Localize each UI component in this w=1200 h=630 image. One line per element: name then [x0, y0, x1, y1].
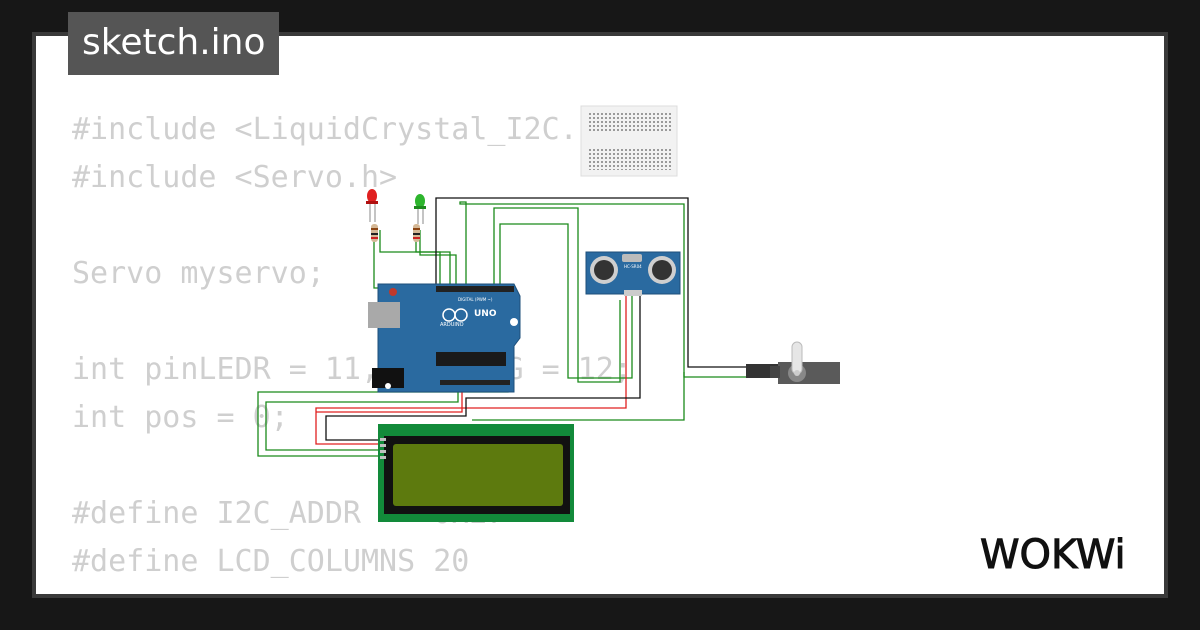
code-line: #include <Servo.h>	[72, 160, 398, 195]
usb-port	[368, 302, 400, 328]
arduino-uno-board[interactable]: DIGITAL (PWM ~) UNO ARDUINO	[368, 283, 521, 393]
sensor-label: HC-SR04	[624, 264, 642, 269]
wokwi-logo: WOKWi	[980, 532, 1127, 579]
wires	[257, 197, 778, 457]
uno-logo: UNO	[474, 309, 497, 319]
arduino-label: ARDUINO	[440, 322, 464, 328]
breadboard[interactable]	[580, 105, 678, 177]
file-name-tab[interactable]: sketch.ino	[68, 12, 280, 75]
resistor-red-led[interactable]	[371, 224, 378, 242]
logo-text: WOKWi	[980, 532, 1126, 578]
resistor-green-led[interactable]	[413, 224, 420, 242]
red-led[interactable]	[366, 189, 378, 222]
ultrasonic-sensor[interactable]: HC-SR04	[585, 251, 681, 296]
atmega-chip	[436, 352, 506, 366]
digital-header	[436, 286, 514, 292]
servo-motor[interactable]	[746, 341, 840, 384]
lcd-pins	[380, 438, 386, 459]
digital-label: DIGITAL (PWM ~)	[458, 297, 493, 302]
code-line: #include <LiquidCrystal_I2C.h>	[72, 112, 614, 147]
power-jack	[372, 368, 404, 388]
reset-button[interactable]	[389, 288, 397, 296]
code-line: #define LCD_COLUMNS 20	[72, 544, 470, 579]
code-line: #define LCD_LINES 4	[72, 586, 632, 594]
green-led[interactable]	[414, 194, 426, 224]
code-line: Servo myservo;	[72, 256, 325, 291]
lcd-display[interactable]	[378, 424, 574, 522]
power-analog-header	[440, 380, 510, 385]
